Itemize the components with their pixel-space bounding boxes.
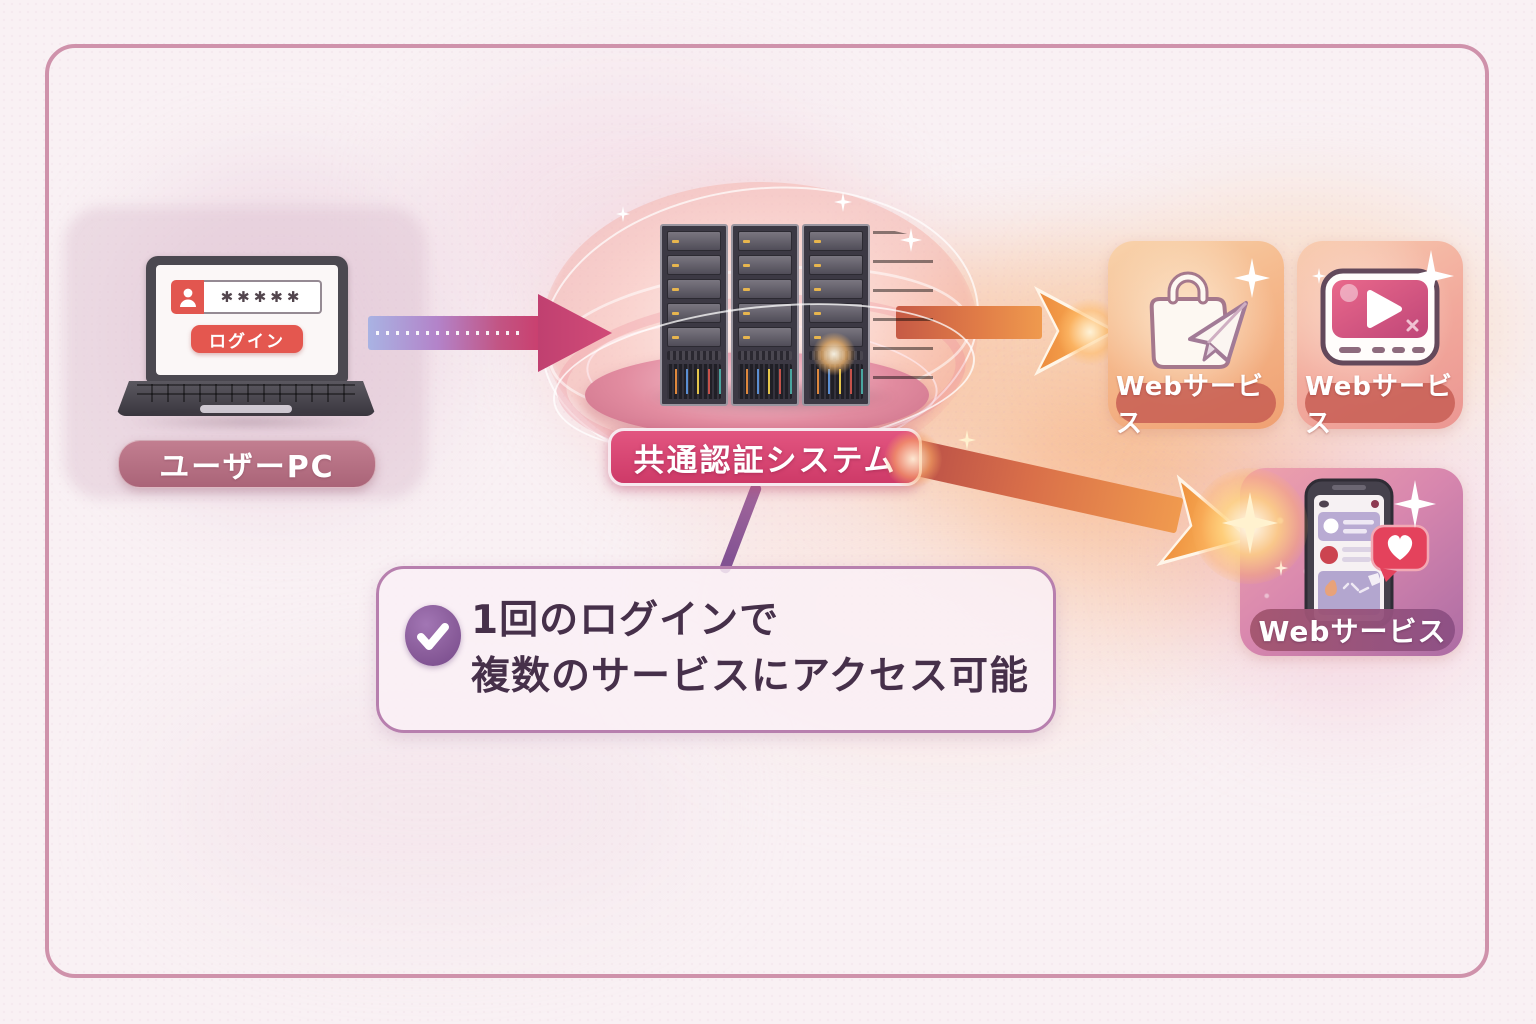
access-arrow-diagonal-shaft xyxy=(902,437,1184,534)
callout-connector-line xyxy=(718,482,763,575)
laptop-illustration: ✱✱✱✱✱ ログイン xyxy=(146,256,348,382)
laptop-screen: ✱✱✱✱✱ ログイン xyxy=(156,265,338,375)
access-arrow-top-shaft xyxy=(896,306,1042,339)
server-tower xyxy=(802,224,870,406)
video-player-icon xyxy=(1320,268,1440,366)
user-icon xyxy=(171,280,204,314)
laptop-keyboard xyxy=(116,381,376,416)
auth-system-label: 共通認証システム xyxy=(608,428,922,486)
server-side-panel xyxy=(873,225,933,405)
login-form: ✱✱✱✱✱ xyxy=(171,280,322,314)
laptop-trackpad xyxy=(200,405,292,413)
callout-line2: 複数のサービスにアクセス可能 xyxy=(471,654,1030,699)
server-towers xyxy=(660,224,870,406)
server-tower xyxy=(731,224,799,406)
arrow-tip-glow xyxy=(1192,468,1308,584)
web-service-card-video: Webサービス xyxy=(1297,241,1463,439)
callout-text: 1回のログインで 複数のサービスにアクセス可能 xyxy=(471,593,1029,705)
user-pc-label: ユーザーPC xyxy=(118,440,376,488)
benefit-callout: 1回のログインで 複数のサービスにアクセス可能 xyxy=(376,566,1056,733)
callout-line1: 1回のログインで xyxy=(471,598,780,643)
password-mask: ✱✱✱✱✱ xyxy=(220,287,304,306)
server-rack-icon xyxy=(660,224,950,409)
server-tower xyxy=(660,224,728,406)
web-service-label: Webサービス xyxy=(1250,609,1455,651)
login-button: ログイン xyxy=(191,325,303,353)
web-service-card-shopping: Webサービス xyxy=(1108,241,1284,439)
laptop-shadow xyxy=(122,414,378,430)
arrow-glow xyxy=(884,430,942,488)
login-arrow-shaft xyxy=(368,316,542,350)
password-field: ✱✱✱✱✱ xyxy=(204,280,322,314)
web-service-label: Webサービス xyxy=(1116,372,1276,439)
checkmark-icon xyxy=(405,605,461,666)
web-service-label: Webサービス xyxy=(1305,372,1455,439)
